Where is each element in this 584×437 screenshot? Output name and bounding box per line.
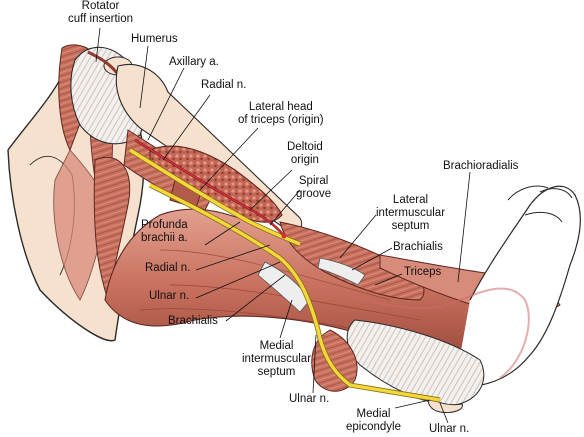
label-medial-intermuscular-septum: Medial intermuscular septum (242, 340, 311, 379)
brachialis-muscle (279, 221, 425, 301)
label-line: cuff insertion (68, 13, 133, 25)
ulnar-nerve (148, 182, 441, 403)
label-line: Lateral (392, 194, 429, 206)
septum-tissue (257, 257, 366, 313)
label-line: of triceps (origin) (238, 114, 324, 126)
label-line: Lateral head (248, 101, 313, 113)
label-radial-nerve-top: Radial n. (201, 79, 247, 91)
label-line: Spiral (298, 175, 329, 187)
label-line: Deltoid (287, 141, 323, 153)
label-ulnar-nerve-mid: Ulnar n. (289, 393, 330, 405)
label-axillary-artery: Axillary a. (169, 56, 219, 68)
label-line: intermuscular (376, 207, 446, 219)
label-line: Rotator (81, 0, 120, 12)
label-line: intermuscular (242, 353, 312, 365)
label-ulnar-nerve-bottom: Ulnar n. (429, 423, 470, 435)
label-brachialis-right: Brachialis (393, 241, 443, 253)
label-line: epicondyle (346, 421, 401, 433)
label-lateral-intermuscular-septum: Lateral intermuscular septum (376, 194, 445, 233)
label-brachialis-left: Brachialis (168, 315, 218, 327)
label-line: origin (290, 154, 319, 166)
label-spiral-groove: Spiral groove (296, 175, 331, 201)
label-brachioradialis: Brachioradialis (443, 160, 519, 172)
label-humerus: Humerus (131, 33, 178, 45)
label-lateral-head-triceps: Lateral head of triceps (origin) (238, 101, 324, 127)
forearm-hand-outline (299, 185, 581, 387)
label-line: brachii a. (141, 232, 188, 244)
leader-lines (95, 27, 471, 424)
label-deltoid-origin: Deltoid origin (287, 141, 323, 167)
label-triceps: Triceps (404, 266, 442, 278)
label-rotator-cuff-insertion: Rotator cuff insertion (68, 0, 133, 26)
label-radial-nerve-left: Radial n. (145, 262, 191, 274)
label-line: groove (296, 188, 332, 200)
label-line: Profunda (141, 219, 188, 231)
label-line: septum (391, 220, 430, 232)
label-line: septum (257, 366, 296, 378)
label-ulnar-nerve-left: Ulnar n. (149, 290, 190, 302)
label-line: Medial (259, 340, 294, 352)
label-profunda-brachii-artery: Profunda brachii a. (141, 219, 188, 245)
label-medial-epicondyle: Medial epicondyle (346, 408, 401, 434)
label-line: Medial (356, 408, 391, 420)
elbow-tendon (311, 319, 485, 413)
profunda-brachii-artery (134, 138, 287, 239)
